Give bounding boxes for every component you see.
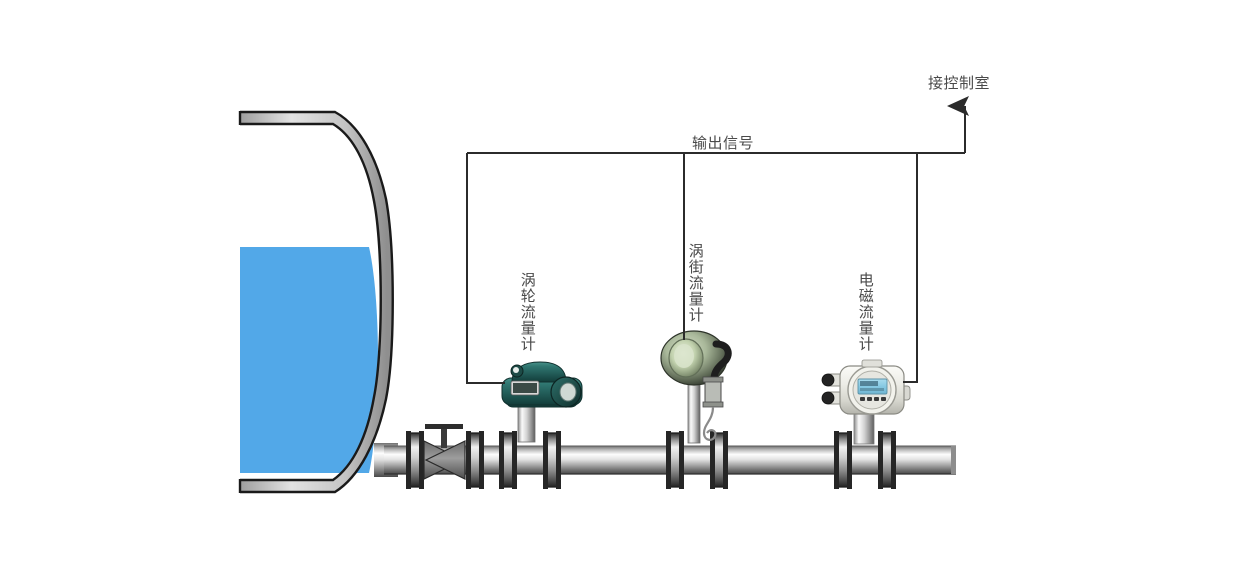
label-electromagnetic-flowmeter: 电磁流量计 [856, 272, 874, 352]
label-output-signal: 输出信号 [692, 135, 755, 152]
vortex-cable-loop [702, 406, 717, 441]
valve-handwheel-bar[interactable] [425, 424, 463, 429]
vortex-cable [710, 340, 732, 383]
emag-cable-gland-lower [821, 391, 835, 405]
emag-keypad[interactable] [860, 397, 886, 401]
vortex-flowmeter[interactable] [660, 330, 732, 444]
label-turbine-flowmeter: 涡轮流量计 [518, 272, 536, 352]
pipe-end-cap [951, 446, 956, 474]
emag-neck [853, 413, 875, 445]
label-control-room: 接控制室 [928, 75, 991, 92]
flange [666, 431, 684, 489]
signal-branch-turbine [466, 153, 505, 384]
emag-lcd-subvalue [860, 388, 884, 391]
signal-bus [466, 96, 969, 384]
valve-body-right [424, 440, 466, 480]
valve-stem [441, 428, 447, 448]
flange [406, 431, 424, 489]
vortex-lens-highlight [674, 344, 694, 368]
flange [499, 431, 517, 489]
label-vortex-flowmeter: 涡街流量计 [686, 243, 704, 323]
flange [466, 431, 484, 489]
vortex-gland-nut-bottom [702, 401, 724, 408]
flange [834, 431, 852, 489]
turbine-flowmeter[interactable] [501, 361, 583, 443]
tank-liquid [240, 247, 378, 473]
tank-shell-inner-outline [240, 122, 382, 482]
tank-shell-fill [240, 112, 393, 492]
storage-tank [238, 110, 394, 494]
emag-cable-gland-upper [821, 373, 835, 387]
signal-branch-electromagnetic [903, 153, 918, 383]
electromagnetic-flowmeter[interactable] [821, 359, 911, 445]
gate-valve[interactable] [423, 424, 466, 480]
emag-top-lug [861, 359, 883, 368]
flange [543, 431, 561, 489]
tank-shell-outer-outline [240, 110, 394, 494]
pipe-flanges [406, 431, 896, 489]
turbine-face-lens [559, 382, 577, 402]
flange [710, 431, 728, 489]
vortex-gland-nut-top [702, 376, 724, 383]
flange [878, 431, 896, 489]
turbine-display-readout [513, 383, 537, 393]
turbine-boss-highlight [513, 367, 519, 373]
turbine-neck [517, 403, 536, 443]
emag-lcd-value [860, 381, 878, 386]
